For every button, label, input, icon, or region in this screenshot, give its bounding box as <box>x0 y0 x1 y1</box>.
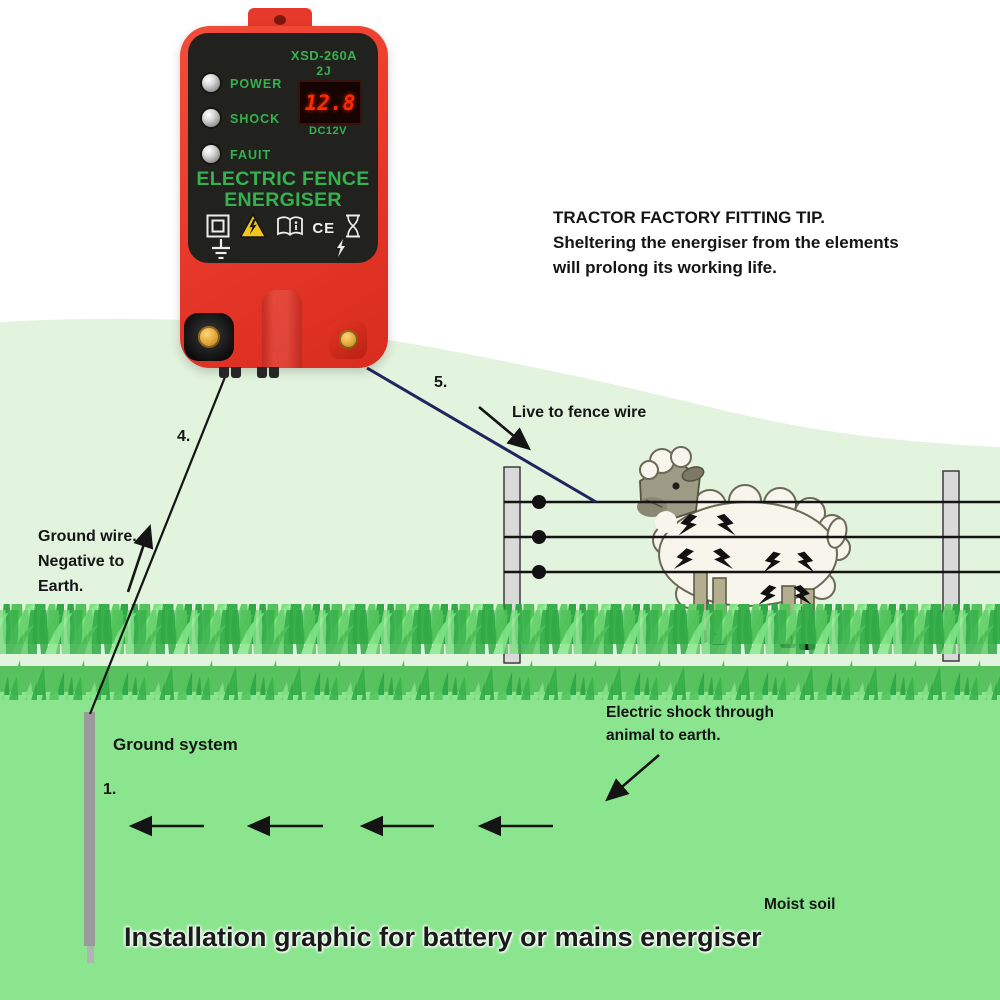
step-1-label: 1. <box>103 781 117 798</box>
voltage-display: 12.8 <box>298 80 362 125</box>
step-4-label: 4. <box>177 428 191 445</box>
device-title-line1: ELECTRIC FENCE <box>196 168 370 190</box>
tip-title: TRACTOR FACTORY FITTING TIP. <box>553 208 826 227</box>
certification-icon-row: CE <box>206 212 362 244</box>
fault-led <box>202 145 220 163</box>
shock-led <box>202 109 220 127</box>
case-ridge <box>262 290 302 368</box>
ground-terminal-screw <box>198 326 220 348</box>
electric-shock-label: Electric shock through animal to earth. <box>606 701 774 747</box>
ce-mark: CE <box>312 219 336 237</box>
energy-rating: 2J <box>316 64 332 78</box>
shock-led-label: SHOCK <box>230 112 281 126</box>
sheep-head <box>637 446 705 533</box>
flow-arrows <box>126 406 660 837</box>
fence-wires <box>504 500 1000 574</box>
moist-soil-ground <box>0 688 1000 1000</box>
connector-nub <box>219 367 229 378</box>
ground-wire-line3: Earth. <box>38 578 84 595</box>
live-wire-label: Live to fence wire <box>512 404 647 421</box>
double-insulation-icon <box>206 214 230 243</box>
tip-line2: will prolong its working life. <box>553 258 777 277</box>
mounting-hole <box>274 15 286 25</box>
live-terminal-screw <box>339 330 358 349</box>
ground-wire-arrow <box>126 524 154 593</box>
model-number: XSD-260A <box>290 48 358 63</box>
ground-wire-line2: Negative to <box>38 553 125 570</box>
live-wire-arrow <box>478 406 531 451</box>
tractor-tip-text: TRACTOR FACTORY FITTING TIP. Sheltering … <box>553 205 899 280</box>
dc-voltage-label: DC12V <box>309 125 347 137</box>
moist-soil-label: Moist soil <box>764 896 836 913</box>
connector-nub <box>231 367 241 378</box>
wire-insulators <box>532 495 546 579</box>
ground-terminal <box>184 313 234 361</box>
live-wire <box>366 366 597 504</box>
earth-ground-icon <box>210 239 232 264</box>
ground-wire <box>88 376 227 715</box>
high-voltage-warning-icon <box>238 212 267 244</box>
caption-title: Installation graphic for battery or main… <box>124 922 762 952</box>
grass-band <box>0 604 1000 700</box>
energiser-front-panel: XSD-260A 2J POWER SHOCK FAUIT 12.8 DC12V… <box>188 33 378 263</box>
device-title-line2: ENERGISER <box>224 189 342 211</box>
shock-line1: Electric shock through <box>606 704 774 721</box>
tip-line1: Sheltering the energiser from the elemen… <box>553 233 899 252</box>
connector-nub <box>257 367 267 378</box>
step-5-label: 5. <box>434 374 448 391</box>
shock-bolts <box>673 513 815 606</box>
power-led-label: POWER <box>230 77 283 91</box>
voltage-display-value: 12.8 <box>304 90 356 115</box>
shock-line2: animal to earth. <box>606 727 721 744</box>
fault-led-label: FAUIT <box>230 148 272 162</box>
ground-rod <box>84 712 95 963</box>
connector-nub <box>269 367 279 378</box>
live-terminal <box>329 321 367 359</box>
shock-path-arrow <box>605 754 660 802</box>
power-led <box>202 74 220 92</box>
ground-wire-label: Ground wire. Negative to Earth. <box>38 524 137 599</box>
pulse-lightning-icon <box>335 239 347 262</box>
ground-system-label: Ground system <box>113 735 238 754</box>
ground-wire-line1: Ground wire. <box>38 528 137 545</box>
hourglass-icon <box>344 214 362 243</box>
read-manual-icon <box>276 215 304 242</box>
